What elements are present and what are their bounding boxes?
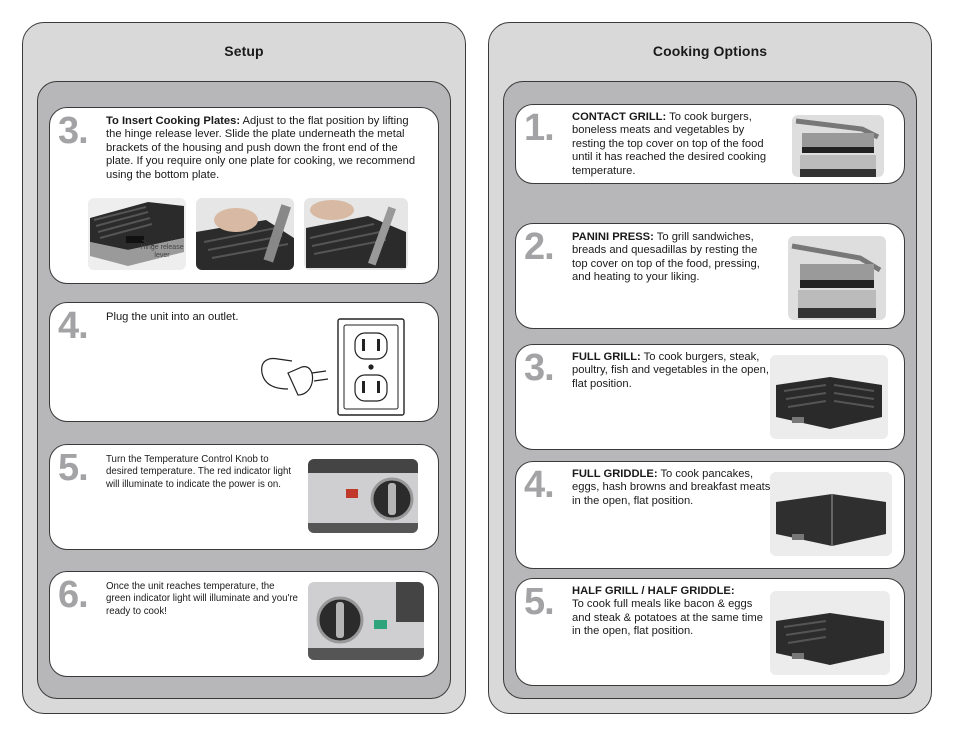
step-text: Plug the unit into an outlet. — [106, 311, 239, 323]
option-number: 4. — [524, 464, 555, 506]
option-heading: FULL GRIDDLE: — [572, 468, 658, 480]
option-body: To cook burgers, steak, poultry, fish an… — [572, 351, 769, 390]
knob-photo-icon — [308, 582, 424, 660]
option-body: To cook full meals like bacon & eggs and… — [572, 598, 763, 638]
step-number: 6. — [58, 574, 89, 616]
cooking-options-panel: Cooking Options 1. CONTACT GRILL: To coo… — [488, 22, 932, 714]
press-plate-photo — [304, 198, 408, 270]
plug-icon — [261, 357, 329, 396]
step-heading: To Insert Cooking Plates: — [106, 115, 241, 127]
step-number: 4. — [58, 305, 89, 347]
option-text: FULL GRIDDLE: To cook pancakes, eggs, ha… — [572, 468, 772, 508]
grill-photo-icon — [792, 115, 884, 177]
step-number: 5. — [58, 447, 89, 489]
option-body: To cook pancakes, eggs, hash browns and … — [572, 468, 771, 507]
setup-title: Setup — [224, 43, 264, 59]
outlet-icon — [337, 318, 405, 416]
cooking-options-title: Cooking Options — [652, 43, 768, 59]
setup-step-4-card: 4. Plug the unit into an outlet. — [49, 302, 439, 422]
cooking-option-1-card: 1. CONTACT GRILL: To cook burgers, bonel… — [515, 104, 905, 184]
green-indicator-photo — [308, 582, 424, 660]
step-text: To Insert Cooking Plates: Adjust to the … — [106, 115, 426, 182]
full-griddle-photo — [770, 472, 892, 556]
panini-press-photo — [788, 236, 886, 320]
option-heading: FULL GRILL: — [572, 351, 641, 363]
half-grill-half-griddle-photo — [770, 591, 890, 675]
cooking-option-4-card: 4. FULL GRIDDLE: To cook pancakes, eggs,… — [515, 461, 905, 569]
option-number: 5. — [524, 581, 555, 623]
step-number: 3. — [58, 110, 89, 152]
option-number: 1. — [524, 107, 555, 149]
setup-inner-panel: 3. To Insert Cooking Plates: Adjust to t… — [37, 81, 451, 699]
option-heading: HALF GRILL / HALF GRIDDLE: — [572, 585, 735, 597]
option-body: To grill sandwiches, breads and quesadil… — [572, 231, 760, 284]
outlet-plug-illustration — [261, 318, 405, 416]
option-number: 2. — [524, 226, 555, 268]
setup-step-3-card: 3. To Insert Cooking Plates: Adjust to t… — [49, 107, 439, 284]
full-grill-photo — [770, 355, 888, 439]
grill-photo-icon — [770, 355, 888, 439]
setup-panel: Setup 3. To Insert Cooking Plates: Adjus… — [22, 22, 466, 714]
option-text: PANINI PRESS: To grill sandwiches, bread… — [572, 231, 772, 285]
setup-step-6-card: 6. Once the unit reaches temperature, th… — [49, 571, 439, 677]
option-number: 3. — [524, 347, 555, 389]
step-body: Adjust to the flat position by lifting t… — [106, 115, 416, 181]
grill-photo-icon — [770, 472, 892, 556]
step-text: Turn the Temperature Control Knob to des… — [106, 454, 292, 490]
grill-photo-icon — [196, 198, 294, 270]
grill-photo-icon — [770, 591, 890, 675]
cooking-option-5-card: 5. HALF GRILL / HALF GRIDDLE:To cook ful… — [515, 578, 905, 686]
option-text: FULL GRILL: To cook burgers, steak, poul… — [572, 351, 772, 391]
option-body: To cook burgers, boneless meats and vege… — [572, 111, 767, 177]
contact-grill-photo — [792, 115, 884, 177]
cooking-inner-panel: 1. CONTACT GRILL: To cook burgers, bonel… — [503, 81, 917, 699]
hinge-lever-callout: Hinge release lever — [140, 244, 184, 259]
grill-photo-icon — [788, 236, 886, 320]
knob-photo-icon — [308, 459, 418, 533]
grill-lever-photo: Hinge release lever — [88, 198, 186, 270]
grill-photo-icon — [88, 198, 186, 270]
red-indicator-photo — [308, 459, 418, 533]
grill-photo-icon — [304, 198, 408, 270]
option-text: HALF GRILL / HALF GRIDDLE:To cook full m… — [572, 585, 774, 639]
option-heading: PANINI PRESS: — [572, 231, 654, 243]
step-text: Once the unit reaches temperature, the g… — [106, 581, 298, 617]
option-heading: CONTACT GRILL: — [572, 111, 667, 123]
setup-step-5-card: 5. Turn the Temperature Control Knob to … — [49, 444, 439, 550]
cooking-option-3-card: 3. FULL GRILL: To cook burgers, steak, p… — [515, 344, 905, 450]
insert-plate-photo — [196, 198, 294, 270]
option-text: CONTACT GRILL: To cook burgers, boneless… — [572, 111, 772, 178]
cooking-option-2-card: 2. PANINI PRESS: To grill sandwiches, br… — [515, 223, 905, 329]
